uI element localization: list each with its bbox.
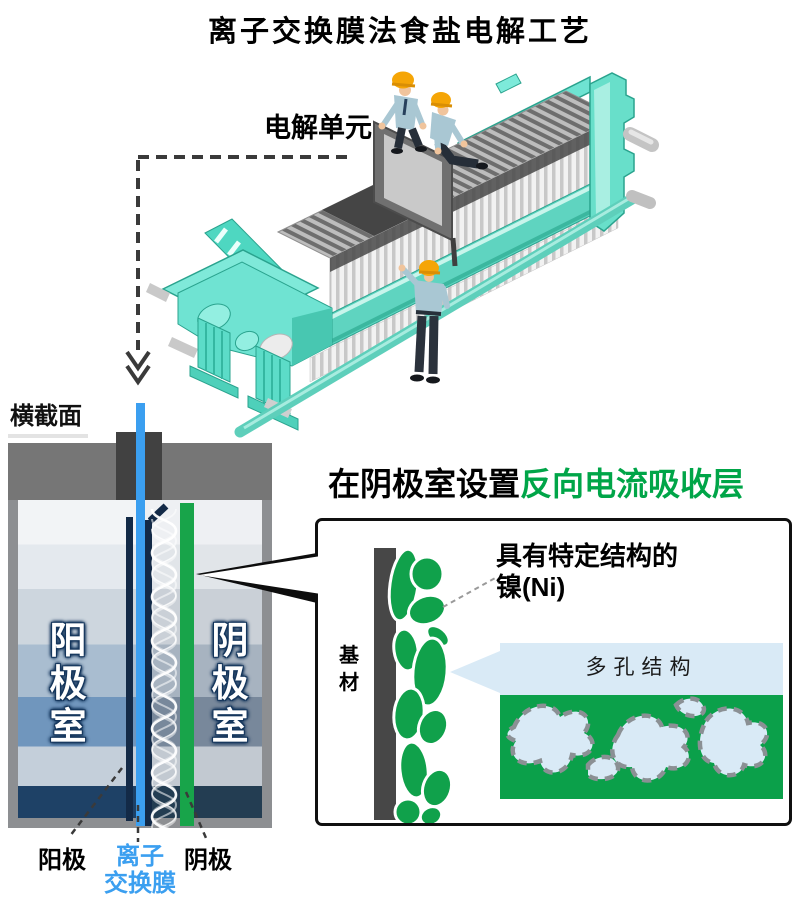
porous-structure-panel: 多孔结构	[500, 643, 783, 799]
nickel-note-line1: 具有特定结构的	[496, 541, 679, 571]
worker-on-stack-left	[378, 71, 427, 154]
electrolyzer-illustration	[125, 71, 659, 438]
substrate-label: 基材	[339, 645, 359, 694]
nickel-leader-line	[442, 576, 498, 608]
membrane-label-line2: 交换膜	[104, 870, 176, 897]
anode-chamber-area	[18, 500, 136, 818]
worker-on-stack-right	[430, 92, 488, 170]
nickel-note-line2: 镍(Ni)	[496, 572, 566, 602]
detail-callout-box: 基材 具有特定结构的 镍(Ni) 多孔结构	[315, 518, 792, 826]
machine-end-yoke	[589, 72, 659, 232]
anode-chamber-label: 阳极室	[49, 620, 87, 747]
anode-label: 阳极	[38, 847, 86, 874]
callout-heading-highlight: 反向电流吸收层	[520, 466, 745, 502]
nickel-particles	[387, 547, 498, 823]
electrolysis-unit-label: 电解单元	[264, 113, 372, 143]
cross-section-label: 横截面	[8, 396, 88, 438]
worker-front	[398, 260, 450, 384]
electrode-leader-lines	[69, 767, 208, 842]
diagram-title: 离子交换膜法食盐电解工艺	[207, 16, 592, 48]
callout-heading-prefix: 在阴极室设置	[328, 466, 521, 502]
cross-section-tank: 阳极室 阴极室	[8, 403, 272, 833]
machine-press-head	[146, 218, 333, 431]
anode-leader	[69, 767, 123, 837]
elastic-mattress-coil	[148, 503, 178, 833]
cathode-label: 阴极	[184, 847, 232, 874]
cathode-collector	[145, 520, 152, 826]
reverse-current-absorption-layer	[180, 503, 194, 826]
cathode-leader	[184, 791, 208, 839]
porous-structure-label: 多孔结构	[585, 656, 698, 679]
porous-structure-image	[500, 695, 783, 799]
cathode-chamber-label: 阴极室	[211, 620, 249, 747]
membrane-label-line1: 离子	[116, 843, 164, 870]
anode-electrode	[126, 517, 133, 821]
zoom-wedge-connector	[196, 553, 321, 603]
ion-exchange-membrane	[136, 403, 145, 826]
callout-heading: 在阴极室设置反向电流吸收层	[328, 459, 744, 505]
substrate-bar	[374, 548, 396, 820]
leader-dashed-arrow	[125, 155, 347, 386]
porous-panel-tail	[450, 651, 500, 693]
nickel-note: 具有特定结构的 镍(Ni)	[496, 541, 678, 603]
membrane-label: 离子 交换膜	[100, 843, 180, 897]
